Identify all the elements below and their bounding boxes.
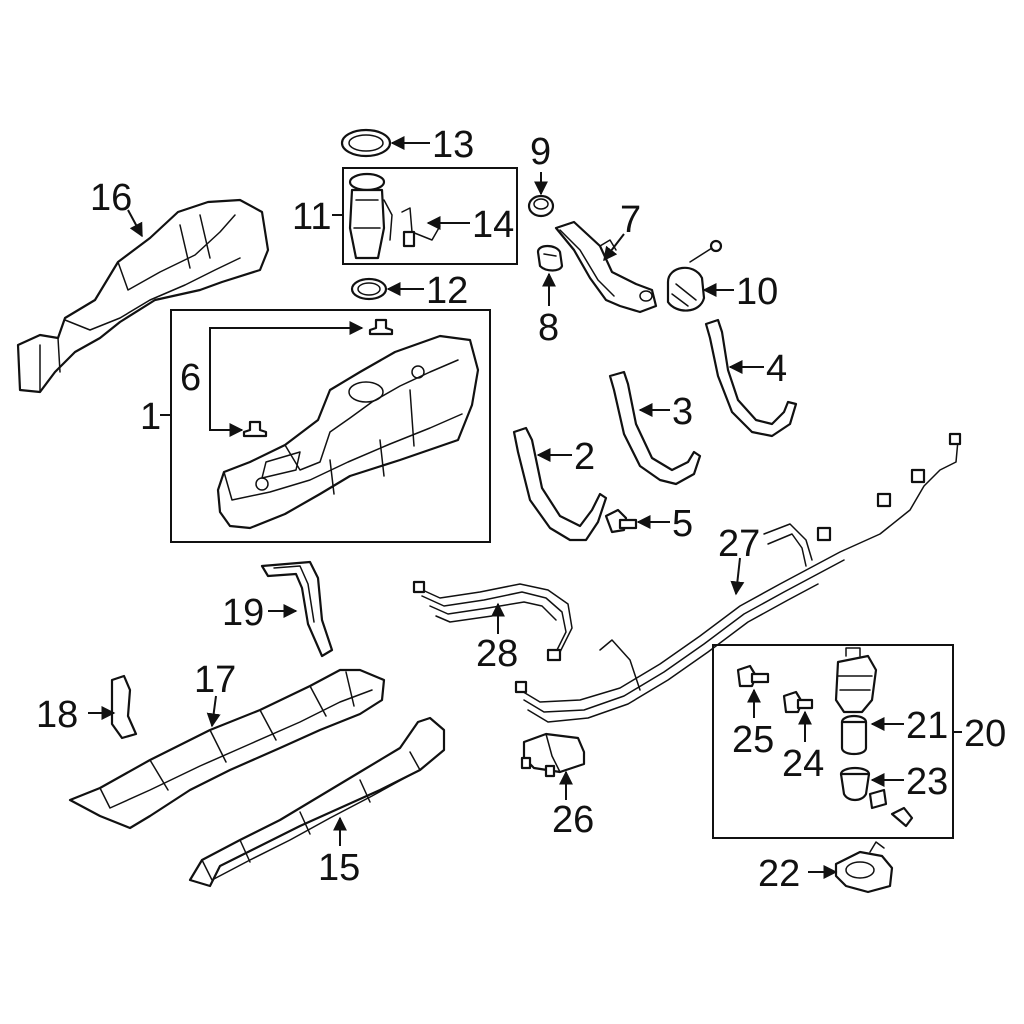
- part-27-main-fuel-line: [514, 432, 962, 723]
- part-8-clamp: [536, 244, 564, 272]
- callout-20: 20: [964, 713, 1006, 755]
- callout-13: 13: [432, 124, 474, 166]
- part-7-filler-pipe: [554, 220, 658, 314]
- part-26-vapor-valve: [520, 732, 586, 778]
- callout-16: 16: [90, 177, 132, 219]
- callout-4: 4: [766, 348, 787, 390]
- part-21-filter: [840, 714, 868, 756]
- part-20-filter-housing: [834, 647, 878, 714]
- part-18-bracket: [110, 674, 138, 740]
- callout-labels: 13 11 14 12 16 9 8 7 10 6 1 4 3 2 5 27 1…: [36, 124, 1006, 895]
- callout-26: 26: [552, 799, 594, 841]
- fuel-tank-box: [170, 309, 491, 543]
- leader-lines: [88, 136, 962, 879]
- callout-8: 8: [538, 307, 559, 349]
- part-2-strap: [512, 426, 608, 542]
- callout-11: 11: [292, 196, 331, 238]
- part-25-bolt: [736, 664, 770, 688]
- callout-22: 22: [758, 853, 800, 895]
- part-4-strap: [704, 318, 798, 438]
- part-28-fuel-lines: [412, 580, 573, 662]
- part-15-heat-shield: [188, 716, 446, 888]
- callout-27: 27: [718, 523, 760, 565]
- callout-1: 1: [140, 396, 161, 438]
- part-17-skid-plate: [68, 668, 386, 830]
- callout-21: 21: [906, 705, 948, 747]
- part-23-filter-cup: [839, 766, 914, 828]
- callout-23: 23: [906, 761, 948, 803]
- part-1-fuel-tank: [216, 334, 480, 530]
- callout-5: 5: [672, 503, 693, 545]
- part-5-bolt: [604, 508, 638, 534]
- part-19-strap: [260, 560, 334, 658]
- part-14-level-sender: [401, 207, 441, 248]
- callout-9: 9: [530, 131, 551, 173]
- callout-3: 3: [672, 391, 693, 433]
- part-9-cap-seal: [527, 194, 555, 218]
- callout-10: 10: [736, 271, 778, 313]
- callout-28: 28: [476, 633, 518, 675]
- part-13-lock-ring: [340, 128, 392, 158]
- callout-15: 15: [318, 847, 360, 889]
- part-22-bracket: [834, 841, 894, 894]
- callout-2: 2: [574, 436, 595, 478]
- pump-assembly-box: [342, 167, 518, 265]
- part-6-studs: [242, 318, 394, 438]
- callout-19: 19: [222, 592, 264, 634]
- part-16-heat-shield: [16, 198, 270, 394]
- part-11-fuel-pump: [348, 172, 393, 260]
- part-12-seal: [350, 277, 388, 301]
- filter-assembly-box: [712, 644, 954, 839]
- callout-24: 24: [782, 743, 824, 785]
- part-10-filler-housing: [666, 239, 723, 312]
- callout-7: 7: [620, 199, 641, 241]
- callout-12: 12: [426, 270, 468, 312]
- callout-17: 17: [194, 659, 236, 701]
- callout-14: 14: [472, 204, 514, 246]
- part-3-strap: [608, 370, 702, 486]
- callout-6: 6: [180, 357, 201, 399]
- callout-25: 25: [732, 719, 774, 761]
- part-24-bolt: [782, 690, 814, 714]
- callout-18: 18: [36, 694, 78, 736]
